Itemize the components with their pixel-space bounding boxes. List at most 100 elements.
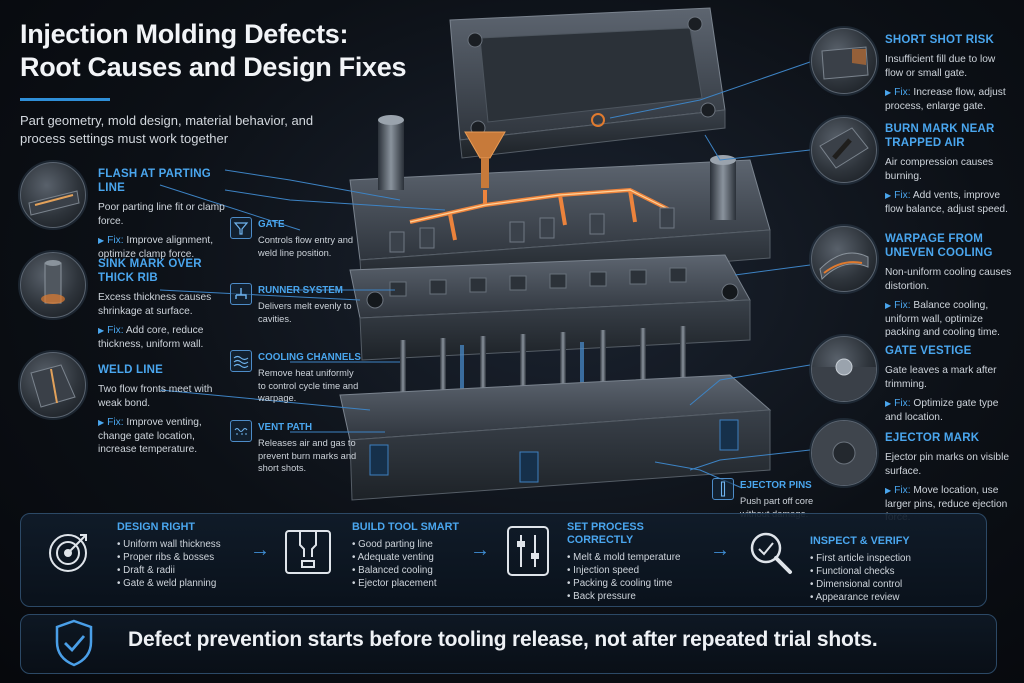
step-item: Packing & cooling time [567,577,707,590]
step-item: Adequate venting [352,551,472,564]
defect-card-flash: Flash at Parting Line Poor parting line … [98,167,228,261]
mold-assembly-illustration [339,7,772,501]
target-icon [46,529,92,575]
defect-title: Weld Line [98,364,164,376]
step-item: Draft & radii [117,564,247,577]
sliders-icon [506,525,550,577]
title-line-1: Injection Molding Defects: [20,19,349,49]
step-title: Design Right [117,521,195,533]
fix-label: Fix: [894,485,911,496]
footer-message: Defect prevention starts before tooling … [128,628,878,651]
defect-card-weld-line: Weld Line Two flow fronts meet with weak… [98,363,228,457]
defect-title: Flash at Parting Line [98,168,211,194]
title-underline [20,98,110,101]
defect-cause: Insufficient fill due to low flow or sma… [885,54,996,79]
component-title: Ejector Pins [740,480,812,491]
burn-mark-thumb-icon [811,117,877,183]
step-item: Dimensional control [810,578,960,591]
weld-line-thumb-icon [20,352,86,418]
fix-text: Add vents, improve flow balance, adjust … [885,190,1008,215]
step-item: Balanced cooling [352,564,472,577]
fix-label: Fix: [894,87,911,98]
fix-triangle-icon: ▶ [98,418,105,427]
step-item: Injection speed [567,564,707,577]
magnifier-icon [746,528,794,576]
defect-fix: ▶Fix: Balance cooling, uniform wall, opt… [885,299,1020,340]
defect-cause: Ejector pin marks on visible surface. [885,452,1009,477]
fix-label: Fix: [107,235,124,246]
ejector-mark-thumb-icon [811,420,877,486]
step-item: Good parting line [352,538,472,551]
step-title: Build Tool Smart [352,521,459,533]
mold-tool-icon [280,523,336,579]
fix-text: Balance cooling, uniform wall, optimize … [885,300,1000,338]
waves-icon [230,350,252,372]
defect-cause: Two flow fronts meet with weak bond. [98,384,213,409]
defect-fix: ▶Fix: Increase flow, adjust process, enl… [885,86,1015,113]
process-step-inspect: Inspect & Verify First article inspectio… [810,535,960,604]
fix-label: Fix: [894,190,911,201]
step-list: Good parting line Adequate venting Balan… [352,538,472,590]
defect-title: Burn Mark Near Trapped Air [885,123,995,149]
component-title: Runner System [258,285,343,296]
fix-text: Improve venting, change gate location, i… [98,417,202,455]
defect-cause: Non-uniform cooling causes distortion. [885,267,1012,292]
fix-triangle-icon: ▶ [885,191,892,200]
vent-icon [230,420,252,442]
process-step-design: Design Right Uniform wall thickness Prop… [117,521,247,590]
step-item: Back pressure [567,590,707,603]
fix-text: Increase flow, adjust process, enlarge g… [885,87,1006,112]
shield-check-icon [52,618,96,668]
defect-title: Gate Vestige [885,345,972,357]
defect-card-burn-mark: Burn Mark Near Trapped Air Air compressi… [885,122,1015,216]
page-title: Injection Molding Defects: Root Causes a… [20,18,420,84]
fix-label: Fix: [894,300,911,311]
fix-triangle-icon: ▶ [885,399,892,408]
step-list: First article inspection Functional chec… [810,552,960,604]
page-subtitle: Part geometry, mold design, material beh… [20,113,314,146]
fix-label: Fix: [107,417,124,428]
title-line-2: Root Causes and Design Fixes [20,52,407,82]
footer-banner [20,614,997,674]
component-title: Gate [258,219,285,230]
process-step-build: Build Tool Smart Good parting line Adequ… [352,521,472,590]
pin-icon [712,478,734,500]
step-title: Set Process Correctly [567,521,644,546]
fix-label: Fix: [894,398,911,409]
step-item: Uniform wall thickness [117,538,247,551]
defect-fix: ▶Fix: Add core, reduce thickness, unifor… [98,324,228,351]
warpage-thumb-icon [811,226,877,292]
arrow-right-icon: → [250,539,270,561]
short-shot-thumb-icon [811,28,877,94]
defect-cause: Poor parting line fit or clamp force. [98,202,225,227]
arrow-right-icon: → [470,539,490,561]
fix-text: Improve alignment, optimize clamp force. [98,235,214,260]
step-item: First article inspection [810,552,960,565]
defect-title: Ejector Mark [885,432,980,444]
defect-title: Sink Mark Over Thick Rib [98,258,202,284]
step-item: Melt & mold temperature [567,551,707,564]
step-item: Appearance review [810,591,960,604]
fix-label: Fix: [107,325,124,336]
flash-thumb-icon [20,162,86,228]
defect-fix: ▶Fix: Improve venting, change gate locat… [98,416,228,457]
defect-fix: ▶Fix: Improve alignment, optimize clamp … [98,234,228,261]
arrow-right-icon: → [710,539,730,561]
step-item: Functional checks [810,565,960,578]
fix-text: Optimize gate type and location. [885,398,999,423]
defect-cause: Air compression causes burning. [885,157,994,182]
fix-text: Add core, reduce thickness, uniform wall… [98,325,204,350]
funnel-icon [230,217,252,239]
component-title: Vent Path [258,422,313,433]
core-plate [349,254,751,361]
step-item: Ejector placement [352,577,472,590]
defect-card-warpage: Warpage From Uneven Cooling Non-uniform … [885,232,1020,340]
component-desc: Releases air and gas to prevent burn mar… [258,438,357,473]
sink-mark-thumb-icon [20,252,86,318]
component-desc: Controls flow entry and weld line positi… [258,235,354,258]
component-title: Cooling Channels [258,352,361,363]
defect-cause: Excess thickness causes shrinkage at sur… [98,292,212,317]
fix-triangle-icon: ▶ [885,301,892,310]
ejector-base-plate [339,374,772,501]
component-desc: Delivers melt evenly to cavities. [258,301,352,324]
